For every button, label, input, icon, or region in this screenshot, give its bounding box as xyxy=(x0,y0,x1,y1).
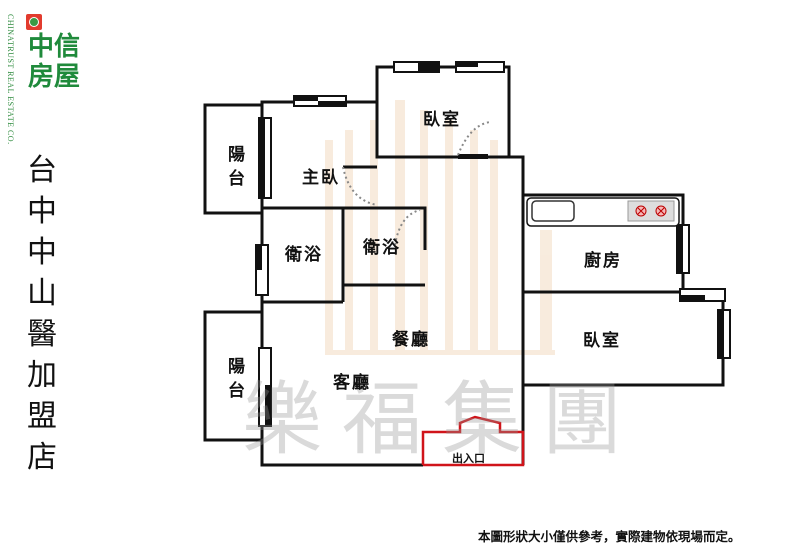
branch-char: 中 xyxy=(27,194,57,229)
room-master-bedroom: 主臥 xyxy=(302,168,340,188)
logo-text: 中信 房屋 xyxy=(28,32,80,92)
room-living: 客廳 xyxy=(333,373,371,393)
branch-name: 台 中 中 山 醫 加 盟 店 xyxy=(22,150,62,478)
branch-char: 店 xyxy=(27,440,57,475)
branch-char: 醫 xyxy=(27,317,57,352)
door-swings xyxy=(342,121,491,246)
windows xyxy=(255,61,731,427)
entrance-label: 出入口 xyxy=(452,452,485,465)
branch-char: 中 xyxy=(27,235,57,270)
room-bathroom-right: 衛浴 xyxy=(363,238,401,258)
logo-line-2: 房屋 xyxy=(28,62,81,92)
room-kitchen: 廚房 xyxy=(584,251,622,271)
branch-char: 台 xyxy=(27,153,57,188)
watermark: 樂福集團 xyxy=(242,373,642,466)
watermark-bars xyxy=(325,100,555,355)
logo-emblem-icon xyxy=(26,14,42,30)
logo-line-1: 中信 xyxy=(28,32,81,62)
room-balcony-top: 陽台 xyxy=(228,145,247,189)
branch-char: 山 xyxy=(27,276,57,311)
branch-char: 加 xyxy=(27,358,57,393)
disclaimer: 本圖形狀大小僅供參考，實際建物依現場而定。 xyxy=(478,529,741,544)
logo-subtitle: CHINATRUST REAL ESTATE CO. xyxy=(6,14,15,145)
room-bathroom-left: 衛浴 xyxy=(285,245,323,265)
kitchen-counter xyxy=(526,197,680,227)
room-bedroom-right: 臥室 xyxy=(583,331,621,351)
room-dining: 餐廳 xyxy=(392,330,430,350)
entrance-outline xyxy=(421,415,525,467)
room-bedroom-top: 臥室 xyxy=(423,110,461,130)
room-balcony-bottom: 陽台 xyxy=(228,357,247,401)
branch-char: 盟 xyxy=(27,399,57,434)
